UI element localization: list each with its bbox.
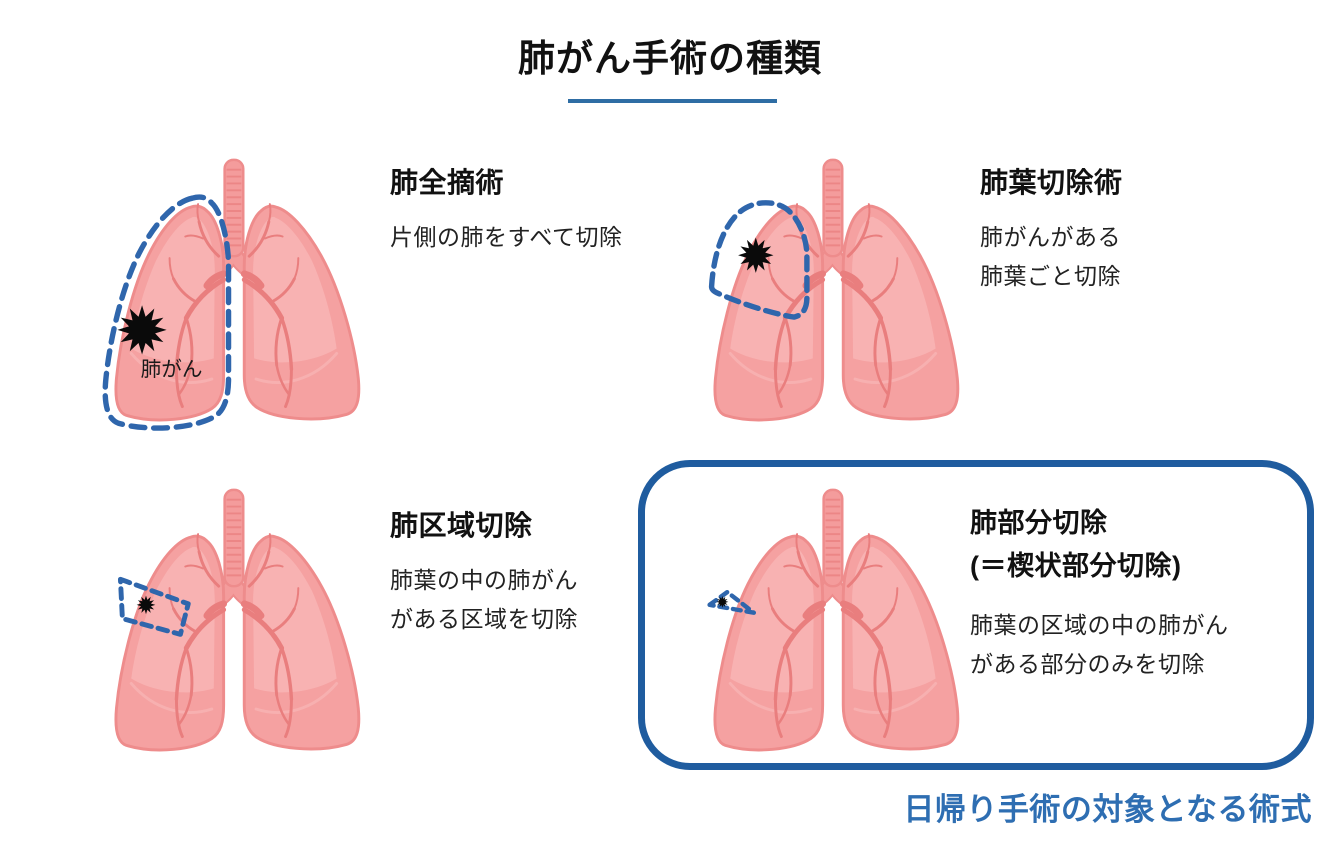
resection-outline-whole-lung: [102, 194, 232, 431]
panel-description-line: 肺葉の区域の中の肺がん: [970, 612, 1229, 638]
panel-heading: 肺部分切除 (＝楔状部分切除): [970, 502, 1229, 588]
panel-description: 肺がんがある 肺葉ごと切除: [980, 218, 1123, 296]
page-title: 肺がん手術の種類: [518, 38, 822, 79]
panel-lobectomy-text: 肺葉切除術 肺がんがある 肺葉ごと切除: [980, 162, 1123, 296]
panel-wedge-resection-text: 肺部分切除 (＝楔状部分切除) 肺葉の区域の中の肺がん がある部分のみを切除: [970, 502, 1229, 684]
panel-description-line: 肺がんがある: [980, 224, 1121, 250]
resection-outline-wedge: [707, 589, 757, 615]
panel-description: 肺葉の中の肺がん がある区域を切除: [390, 561, 578, 639]
resection-outline-segment: [117, 576, 191, 637]
lungs-illustration-lobectomy: [682, 152, 977, 437]
panel-segmentectomy-text: 肺区域切除 肺葉の中の肺がん がある区域を切除: [390, 505, 578, 639]
resection-outline-lobe: [708, 200, 810, 320]
panel-description: 片側の肺をすべて切除: [390, 218, 622, 257]
panel-description-line: 肺葉ごと切除: [980, 263, 1121, 289]
cancer-star: [738, 237, 774, 273]
panel-heading: 肺葉切除術: [980, 167, 1123, 198]
panel-description-line: がある区域を切除: [390, 606, 578, 632]
panel-description-line: がある部分のみを切除: [970, 651, 1205, 677]
day-surgery-highlight-box: [638, 460, 1314, 770]
panel-description: 肺葉の区域の中の肺がん がある部分のみを切除: [970, 606, 1229, 684]
lungs-illustration-segmentectomy: [83, 482, 378, 767]
lungs-illustration-pneumonectomy: 肺がん: [102, 152, 378, 431]
panel-heading: 肺全摘術: [390, 167, 505, 198]
panel-heading-line1: 肺部分切除: [970, 508, 1108, 538]
panel-description-line: 肺葉の中の肺がん: [390, 567, 578, 593]
panel-description-line: 片側の肺をすべて切除: [390, 224, 623, 250]
day-surgery-footnote: 日帰り手術の対象となる術式: [903, 792, 1312, 827]
cancer-star: [716, 596, 729, 608]
lungs-illustration-wedge-resection: [682, 482, 977, 767]
panel-heading: 肺区域切除: [390, 510, 533, 541]
panel-pneumonectomy-text: 肺全摘術 片側の肺をすべて切除: [390, 162, 622, 257]
panel-heading-line2: (＝楔状部分切除): [970, 551, 1182, 581]
title-underline: [568, 99, 777, 103]
cancer-label: 肺がん: [141, 358, 203, 381]
cancer-star: [136, 595, 156, 615]
cancer-star: [117, 305, 167, 355]
